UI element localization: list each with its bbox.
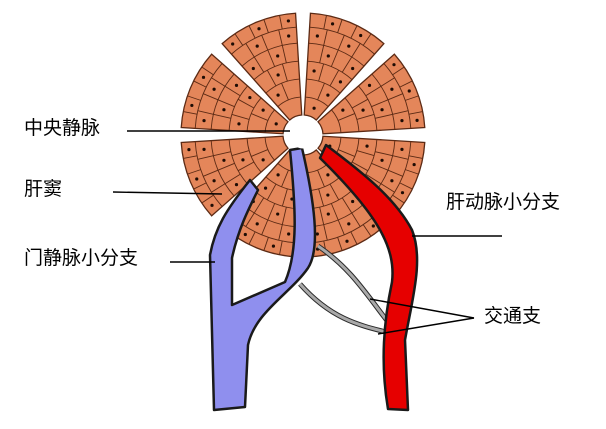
hepatocyte-nucleus <box>365 144 369 148</box>
hepatocyte-plate <box>303 149 385 258</box>
leader-line-anastomosis-upper <box>369 298 475 319</box>
label-anastomosis: 交通支 <box>484 305 542 327</box>
hepatocyte-nucleus <box>276 93 280 97</box>
hepatocyte-nucleus <box>255 222 259 226</box>
hepatocyte-nucleus <box>210 203 214 207</box>
anastomosis-branch-lower <box>298 282 387 335</box>
label-central-vein: 中央静脉 <box>24 117 101 139</box>
hepatocyte-nucleus <box>255 44 259 48</box>
hepatocyte-nucleus <box>312 69 316 73</box>
hepatocyte-nucleus <box>390 87 394 91</box>
hepatocyte-nucleus <box>195 177 199 181</box>
hepatocyte-nucleus <box>400 191 405 195</box>
hepatocyte-nucleus <box>338 80 343 84</box>
label-hepatic-artery-branch: 肝动脉小分支 <box>446 191 561 213</box>
hepatocyte-nucleus <box>361 108 365 112</box>
hepatocyte-plate <box>303 12 385 121</box>
hepatocyte-nucleus <box>341 108 345 112</box>
hepatocyte-nucleus <box>276 54 280 58</box>
hepatocyte-nucleus <box>326 173 330 177</box>
hepatocyte-nucleus <box>312 106 316 110</box>
anastomosis-branch-lower <box>298 283 387 334</box>
hepatocyte-nucleus <box>347 44 351 48</box>
hepatocyte-nucleus <box>351 199 355 204</box>
hepatocyte-nucleus <box>212 179 216 183</box>
label-sinusoid: 肝窦 <box>24 178 63 200</box>
hepatocyte-nucleus <box>326 93 330 97</box>
hepatocyte-nucleus <box>407 89 411 93</box>
hepatic-artery-branch <box>318 143 419 412</box>
hepatocyte-plate <box>180 135 289 217</box>
portal-vein-branch <box>208 146 317 412</box>
hepatocyte-nucleus <box>345 239 349 243</box>
hepatocyte-nucleus <box>400 147 404 151</box>
hepatocyte-nucleus <box>380 158 384 162</box>
hepatocyte-nucleus <box>248 95 252 100</box>
hepatocyte-nucleus <box>231 42 235 46</box>
hepatocyte-nucleus <box>263 186 268 190</box>
central-vein <box>289 121 317 149</box>
hepatocyte-nucleus <box>257 27 261 31</box>
hepatocyte-nucleus <box>237 122 241 126</box>
hepatocyte-nucleus <box>286 19 290 23</box>
hepatocyte-nucleus <box>190 103 194 108</box>
hepatocyte-nucleus <box>251 66 255 71</box>
hepatocyte-nucleus <box>261 108 265 112</box>
anastomosis-branch-upper <box>317 244 390 323</box>
hepatocyte-nucleus <box>222 108 226 112</box>
hepatocyte-plate <box>317 135 426 217</box>
hepatocyte-nucleus <box>274 122 278 126</box>
hepatocyte-nucleus <box>392 63 396 67</box>
hepatocyte-nucleus <box>326 193 330 197</box>
hepatocyte-nucleus <box>315 232 319 236</box>
hepatocyte-nucleus <box>241 158 245 162</box>
hepatocyte-nucleus <box>367 83 372 87</box>
hepatocyte-nucleus <box>202 147 206 151</box>
hepatocyte-nucleus <box>390 179 394 183</box>
hepatocyte-nucleus <box>276 173 280 177</box>
hepatocyte-nucleus <box>187 148 191 152</box>
leader-line-anastomosis-lower <box>377 317 475 335</box>
hepatocyte-nucleus <box>201 75 206 79</box>
hepatocyte-nucleus <box>276 212 280 216</box>
hepatocyte-nucleus <box>243 232 247 237</box>
hepatocyte-nucleus <box>212 87 216 91</box>
label-portal-vein-branch: 门静脉小分支 <box>24 247 139 269</box>
hepatocyte-nucleus <box>276 73 280 77</box>
hepatocyte-nucleus <box>234 183 239 187</box>
hepatocyte-nucleus <box>330 22 335 26</box>
hepatocyte-nucleus <box>400 119 404 123</box>
hepatocyte-nucleus <box>234 83 239 87</box>
hepatocyte-nucleus <box>326 54 330 58</box>
hepatocyte-nucleus <box>415 118 419 122</box>
hepatocyte-nucleus <box>326 212 330 216</box>
hepatocyte-nucleus <box>287 232 291 236</box>
hepatocyte-nucleus <box>271 244 276 248</box>
hepatocyte-nucleus <box>380 108 384 112</box>
hepatocyte-plate <box>180 53 289 135</box>
hepatocyte-nucleus <box>202 119 206 123</box>
hepatocyte-nucleus <box>371 224 375 228</box>
hepatocyte-plate <box>221 12 303 121</box>
hepatocyte-plate <box>317 53 426 135</box>
hepatocyte-nucleus <box>222 158 226 162</box>
hepatocyte-nucleus <box>347 222 351 226</box>
hepatocyte-nucleus <box>315 34 319 38</box>
hepatocyte-nucleus <box>261 158 265 162</box>
leader-line-sinusoid <box>112 191 223 195</box>
hepatocyte-nucleus <box>287 34 291 38</box>
hepatocyte-nucleus <box>412 162 416 167</box>
hepatocyte-nucleus <box>351 66 355 71</box>
hepatocyte-nucleus <box>359 33 363 38</box>
